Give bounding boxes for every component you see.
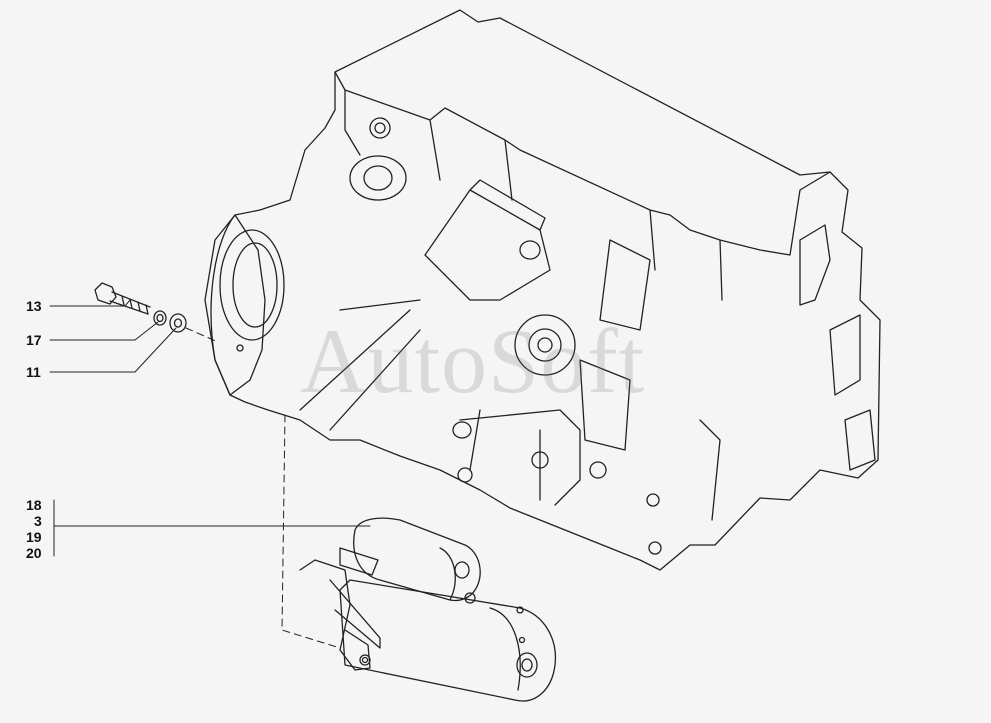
cover-pad <box>424 189 551 301</box>
callout-18: 18 <box>26 497 42 513</box>
callout-19: 19 <box>26 529 42 545</box>
leader-11 <box>49 327 177 373</box>
spring-washer <box>153 310 167 326</box>
flange-bore <box>219 229 285 341</box>
bolt-assembly <box>94 282 187 333</box>
starter-motor <box>299 517 557 702</box>
cam-boss <box>349 155 407 201</box>
block-top-deck <box>334 71 831 256</box>
starter-nose-bracket <box>299 559 371 671</box>
callout-17: 17 <box>26 332 42 348</box>
starter-mount-hole <box>359 654 371 666</box>
bolt <box>94 282 151 315</box>
callout-20: 20 <box>26 545 42 561</box>
upper-boss <box>369 117 391 139</box>
front-flange <box>210 214 266 396</box>
block-top-rail <box>344 89 723 301</box>
starter-body <box>339 579 557 702</box>
oil-filter-mount <box>514 314 576 376</box>
leader-17 <box>49 321 159 341</box>
starter-solenoid <box>353 517 481 602</box>
engine-block <box>204 9 881 571</box>
leader-13 <box>49 299 131 307</box>
leader-starter <box>53 499 371 557</box>
side-pads <box>799 224 876 471</box>
flat-washer <box>169 313 187 333</box>
assembly-guide-lines <box>185 327 341 649</box>
flange-bore-inner <box>232 242 278 328</box>
callout-13: 13 <box>26 298 42 314</box>
leader-lines <box>49 299 371 557</box>
callout-3: 3 <box>34 513 42 529</box>
engine-block-outline <box>204 9 881 571</box>
lower-ribs <box>299 299 581 506</box>
callout-11: 11 <box>26 364 41 380</box>
